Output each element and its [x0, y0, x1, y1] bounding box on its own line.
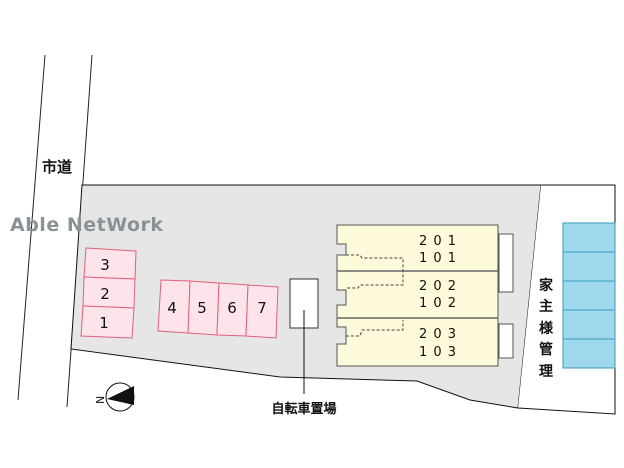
- stair-outline: [346, 320, 404, 337]
- parking-space-1: [80, 305, 135, 339]
- parking-group-a: [80, 247, 137, 339]
- parking-number: 6: [227, 299, 237, 317]
- unit-number: 1 0 2: [419, 296, 457, 311]
- landlord-parking-space: [562, 222, 616, 253]
- landlord-label-char: 様: [539, 320, 554, 337]
- road-label: 市道: [42, 158, 72, 176]
- parking-space-3: [83, 247, 137, 280]
- parking-number: 1: [99, 314, 109, 332]
- compass-label: N: [94, 396, 107, 404]
- unit-number: 2 0 1: [419, 234, 457, 249]
- parking-group-b: [157, 279, 279, 339]
- balcony: [498, 323, 514, 359]
- landlord-parking-space: [562, 338, 616, 369]
- landlord-parking-space: [562, 309, 616, 340]
- parking-number: 5: [197, 299, 207, 317]
- landlord-label-char: 家: [539, 277, 554, 294]
- balcony: [498, 233, 514, 293]
- unit-number: 1 0 3: [419, 345, 457, 360]
- compass-icon: N: [94, 382, 135, 412]
- landlord-label-char: 主: [539, 298, 553, 315]
- parking-number: 3: [100, 256, 110, 274]
- landlord-label-char: 理: [539, 364, 553, 380]
- landlord-parking: [562, 222, 616, 369]
- parking-number: 2: [100, 285, 110, 303]
- unit-number: 1 0 1: [419, 251, 457, 266]
- landlord-parking-space: [562, 251, 616, 282]
- landlord-label: 家 主 様 管 理: [539, 277, 554, 380]
- bicycle-label: 自転車置場: [271, 401, 336, 417]
- building-outline: [336, 224, 499, 367]
- parking-number: 4: [167, 299, 177, 317]
- building: [336, 224, 514, 367]
- unit-number: 2 0 3: [419, 327, 457, 342]
- stair-outline: [346, 254, 404, 289]
- road-edge-left: [17, 54, 46, 401]
- watermark: Able NetWork: [10, 214, 164, 236]
- parking-space-7: [245, 284, 279, 339]
- parking-number: 7: [257, 299, 267, 317]
- landlord-parking-space: [562, 280, 616, 311]
- landlord-label-char: 管: [539, 341, 553, 358]
- unit-number: 2 0 2: [419, 279, 457, 294]
